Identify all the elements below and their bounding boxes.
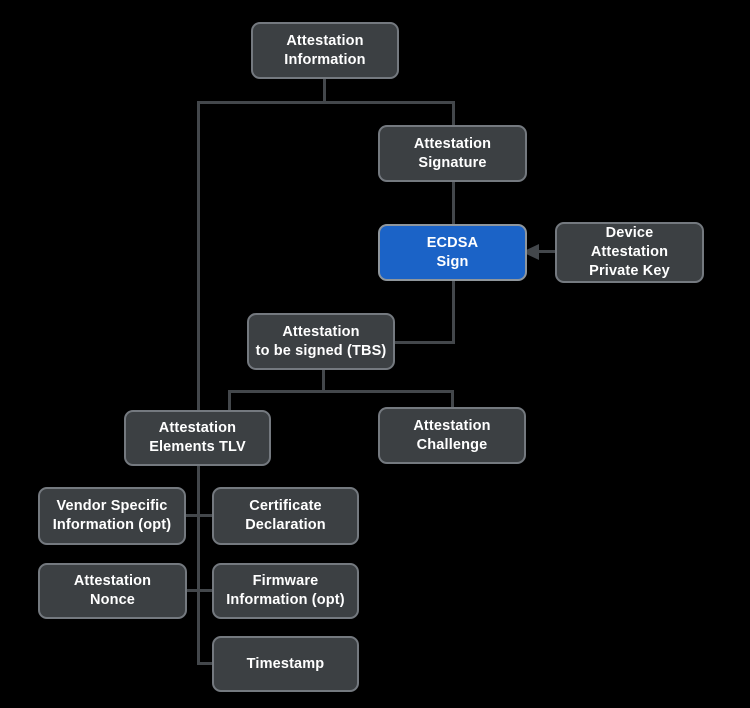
node-attestation-signature: Attestation Signature	[378, 125, 527, 182]
node-firmware-information: Firmware Information (opt)	[212, 563, 359, 619]
node-vendor-specific-information: Vendor Specific Information (opt)	[38, 487, 186, 545]
node-attestation-nonce: Attestation Nonce	[38, 563, 187, 619]
connector-stub-row-1	[184, 514, 214, 517]
connector-top-split	[197, 101, 455, 104]
node-label: Attestation Nonce	[73, 573, 152, 608]
node-label: Attestation Signature	[413, 135, 492, 171]
connector-signature-to-ecdsa	[452, 180, 455, 226]
connector-stub-row-2	[184, 589, 214, 592]
node-attestation-to-be-signed-tbs: Attestation to be signed (TBS)	[247, 313, 395, 370]
connector-left-trunk-to-elements-tlv	[197, 101, 200, 412]
node-label: Attestation Challenge	[413, 417, 491, 453]
node-attestation-elements-tlv: Attestation Elements TLV	[124, 410, 271, 466]
connector-elbow-to-timestamp	[197, 662, 214, 665]
node-ecdsa-sign: ECDSA Sign	[378, 224, 527, 281]
connector-tbs-split	[228, 390, 454, 393]
node-label: ECDSA Sign	[426, 234, 479, 270]
node-certificate-declaration: Certificate Declaration	[212, 487, 359, 545]
node-label: Attestation Information	[284, 32, 366, 68]
connector-tbs-down	[322, 368, 325, 393]
node-label: Attestation Elements TLV	[149, 420, 246, 455]
node-timestamp: Timestamp	[212, 636, 359, 692]
connector-right-branch-to-signature	[452, 101, 455, 127]
node-label: Device Attestation Private Key	[589, 225, 670, 279]
node-label: Attestation to be signed (TBS)	[255, 323, 387, 359]
connector-info-down	[323, 78, 326, 104]
connector-elbow-to-tbs	[394, 341, 455, 344]
connector-ecdsa-down	[452, 279, 455, 344]
node-label: Timestamp	[246, 655, 325, 672]
connector-split-to-elements-tlv	[228, 390, 231, 412]
node-device-attestation-private-key: Device Attestation Private Key	[555, 222, 704, 283]
node-label: Vendor Specific Information (opt)	[52, 498, 172, 533]
connector-elements-trunk	[197, 464, 200, 665]
node-attestation-information: Attestation Information	[251, 22, 399, 79]
node-label: Firmware Information (opt)	[226, 573, 345, 608]
connector-split-to-challenge	[451, 390, 454, 409]
node-label: Certificate Declaration	[245, 498, 326, 533]
node-attestation-challenge: Attestation Challenge	[378, 407, 526, 464]
connector-arrow-shaft	[538, 250, 556, 253]
